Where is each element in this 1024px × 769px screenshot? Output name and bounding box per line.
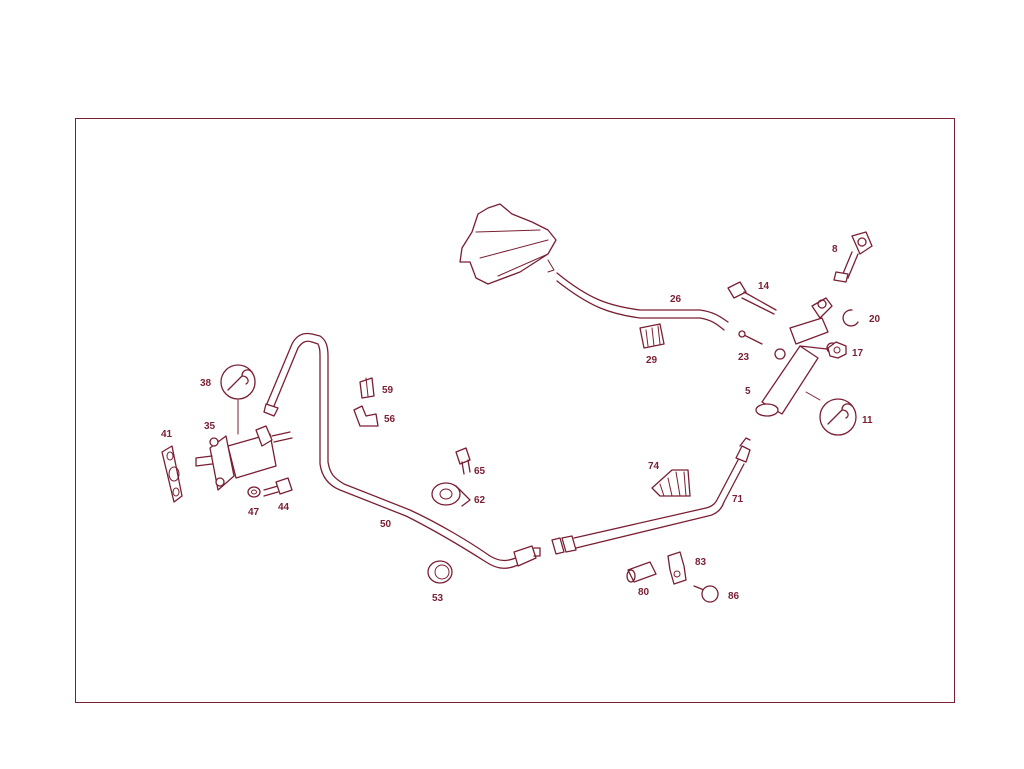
label-65: 65 [474, 466, 486, 477]
label-35: 35 [204, 421, 216, 432]
clip-20 [842, 309, 859, 327]
label-26: 26 [670, 294, 682, 305]
bracket-83 [667, 551, 687, 585]
label-44: 44 [278, 502, 290, 513]
label-56: 56 [384, 414, 396, 425]
label-41: 41 [161, 429, 173, 440]
part-labels: 5 8 11 14 17 20 23 26 29 35 38 41 44 47 … [161, 244, 881, 604]
pipe-71 [551, 437, 751, 555]
slave-cylinder-35 [195, 425, 293, 491]
boot-29 [639, 323, 665, 349]
label-83: 83 [695, 557, 707, 568]
reservoir [459, 203, 557, 285]
label-29: 29 [646, 355, 658, 366]
pipe-50 [263, 332, 541, 569]
boot-74 [651, 469, 691, 497]
label-86: 86 [728, 591, 740, 602]
screw-23 [738, 330, 763, 345]
wrench-icon [805, 391, 857, 436]
label-80: 80 [638, 587, 650, 598]
label-74: 74 [648, 461, 660, 472]
label-17: 17 [852, 348, 864, 359]
bolt-65 [455, 447, 471, 475]
label-23: 23 [738, 352, 750, 363]
bracket-56 [353, 405, 379, 427]
label-62: 62 [474, 495, 486, 506]
sleeve-80 [626, 561, 657, 583]
clip-59 [359, 377, 375, 399]
diagram-frame [75, 118, 955, 703]
label-8: 8 [832, 244, 838, 255]
grommet-53 [427, 560, 453, 584]
bolt-14 [727, 281, 777, 315]
label-20: 20 [869, 314, 881, 325]
label-14: 14 [758, 281, 770, 292]
label-47: 47 [248, 507, 260, 518]
label-5: 5 [745, 386, 751, 397]
label-11: 11 [862, 415, 873, 426]
hose-26 [556, 272, 729, 331]
label-50: 50 [380, 519, 392, 530]
label-38: 38 [200, 378, 212, 389]
label-59: 59 [382, 385, 394, 396]
label-53: 53 [432, 593, 444, 604]
fork-8 [833, 231, 873, 283]
screw-86 [693, 585, 719, 603]
bolt-44 [263, 477, 293, 497]
gasket-41 [161, 445, 183, 503]
washer-47 [247, 486, 261, 498]
master-cylinder-5 [755, 297, 838, 417]
clamp-62 [431, 482, 471, 507]
label-71: 71 [732, 494, 744, 505]
nut-17 [827, 341, 847, 359]
wrench-icon [220, 364, 256, 435]
